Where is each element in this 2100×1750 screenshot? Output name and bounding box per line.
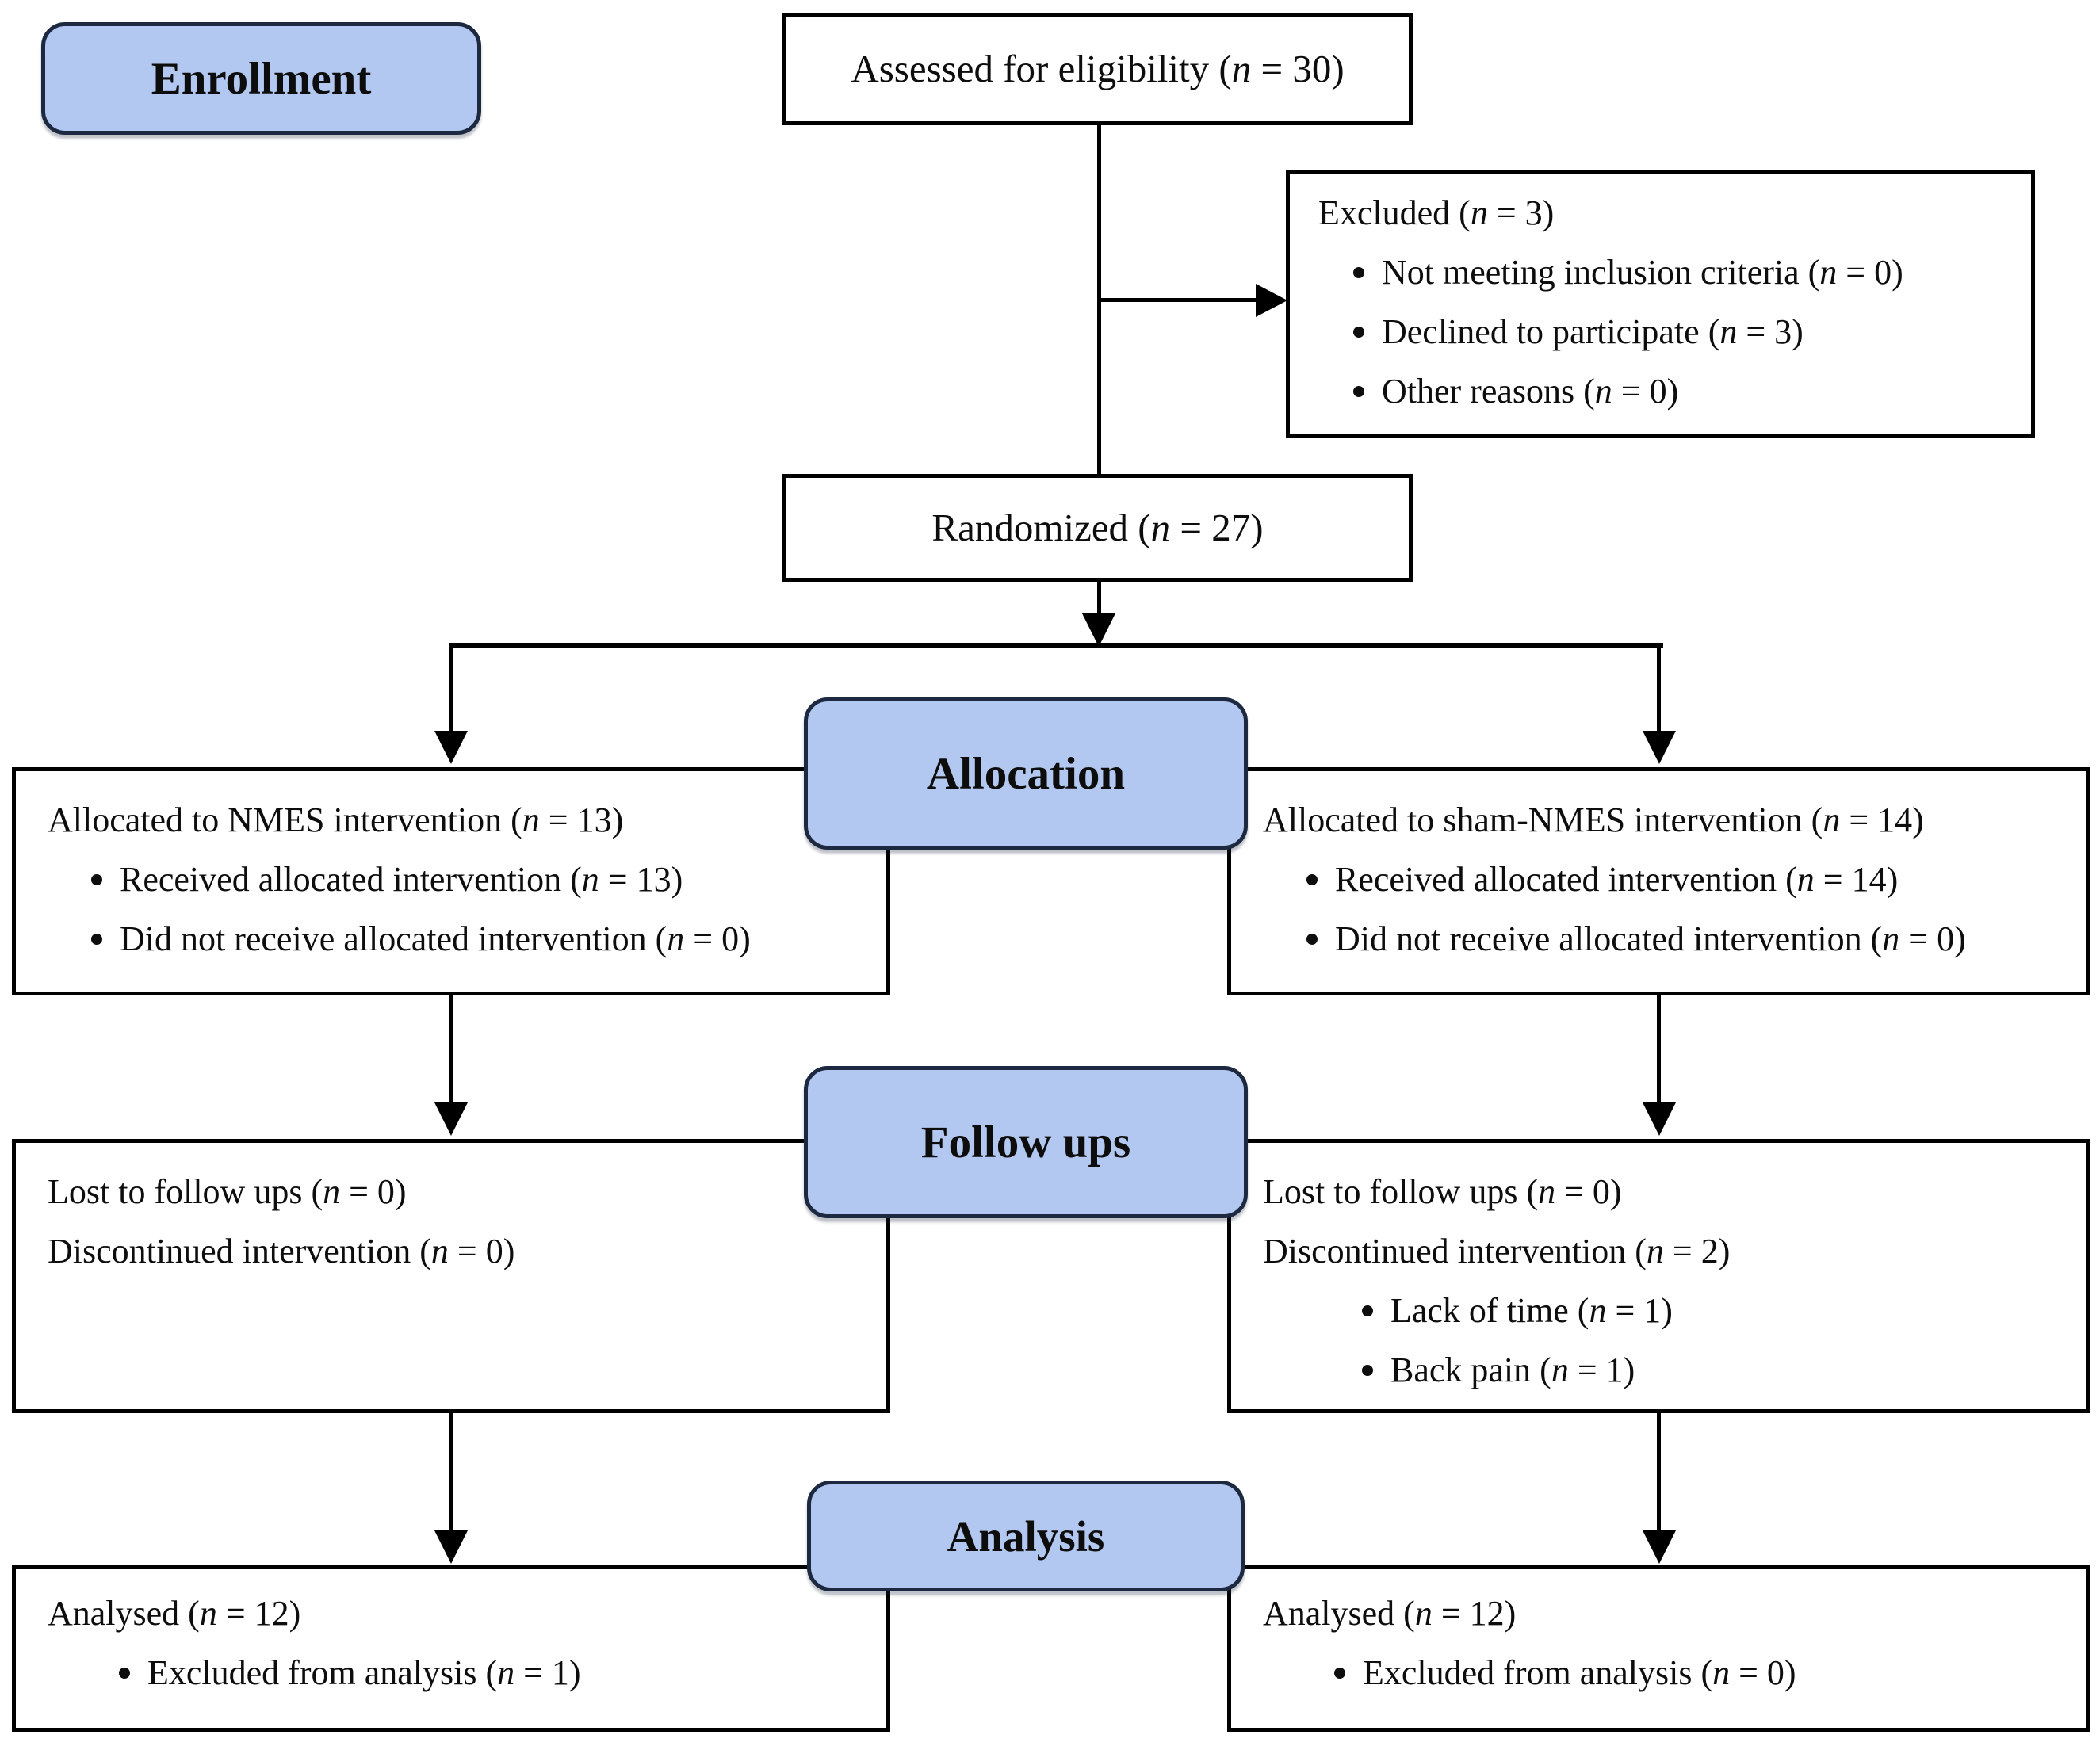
- excluded-box: Excluded (n = 3) Not meeting inclusion c…: [1286, 170, 2035, 438]
- excluded-bullet-item: Other reasons (n = 0): [1353, 371, 2017, 412]
- arrowhead-down-icon: [434, 1530, 468, 1564]
- bullet-icon: [1306, 873, 1318, 885]
- stage-badge-enrollment: Enrollment: [41, 22, 481, 135]
- arrowhead-down-icon: [1643, 731, 1676, 764]
- allocation-nmes-bullet-item: Received allocated intervention (n = 13): [91, 859, 877, 900]
- bullet-icon: [1353, 266, 1364, 278]
- connector-followup-to-analysis-right: [1657, 1413, 1661, 1534]
- allocation-nmes-bullet-item: Did not receive allocated intervention (…: [91, 919, 877, 960]
- randomized-text: Randomized (n = 27): [931, 506, 1264, 550]
- analysis-sham-bullet-text: Excluded from analysis (n = 0): [1363, 1653, 1796, 1692]
- followup-sham-box: Lost to follow ups (n = 0) Discontinued …: [1227, 1139, 2090, 1413]
- analysis-nmes-bullet-text: Excluded from analysis (n = 1): [147, 1653, 581, 1692]
- assessed-eligibility-box: Assessed for eligibility (n = 30): [782, 13, 1413, 125]
- followup-sham-bullet-text: Back pain (n = 1): [1390, 1350, 1635, 1389]
- allocation-nmes-bullet-text: Received allocated intervention (n = 13): [120, 859, 683, 899]
- excluded-bullet-text: Not meeting inclusion criteria (n = 0): [1382, 252, 1903, 292]
- stage-label-followups: Follow ups: [920, 1117, 1131, 1167]
- stage-label-allocation: Allocation: [926, 748, 1126, 799]
- followup-sham-bullet-item: Back pain (n = 1): [1362, 1350, 2076, 1391]
- analysis-nmes-box: Analysed (n = 12) Excluded from analysis…: [12, 1565, 890, 1732]
- followup-sham-line: Lost to follow ups (n = 0): [1263, 1172, 1622, 1211]
- followup-nmes-line: Lost to follow ups (n = 0): [48, 1172, 407, 1211]
- bullet-icon: [1334, 1667, 1345, 1679]
- excluded-bullet-text: Declined to participate (n = 3): [1382, 311, 1804, 351]
- arrowhead-down-icon: [1643, 1530, 1676, 1564]
- connector-sham-to-followup: [1657, 995, 1661, 1105]
- bullet-icon: [1362, 1305, 1373, 1316]
- connector-followup-to-analysis-left: [449, 1413, 453, 1534]
- connector-split-to-sham: [1657, 643, 1661, 732]
- excluded-bullet-item: Declined to participate (n = 3): [1353, 311, 2017, 353]
- analysis-sham-box: Analysed (n = 12) Excluded from analysis…: [1227, 1565, 2090, 1732]
- allocation-nmes-bullet-text: Did not receive allocated intervention (…: [120, 919, 751, 958]
- excluded-bullet-item: Not meeting inclusion criteria (n = 0): [1353, 252, 2017, 293]
- stage-label-analysis: Analysis: [947, 1511, 1105, 1561]
- allocation-sham-nmes-box: Allocated to sham-NMES intervention (n =…: [1227, 767, 2090, 995]
- bullet-icon: [1353, 326, 1364, 338]
- analysis-sham-bullet-item: Excluded from analysis (n = 0): [1334, 1653, 2076, 1694]
- arrowhead-down-icon: [1082, 613, 1115, 647]
- randomization-split-line: [449, 643, 1663, 648]
- allocation-sham-bullet-item: Did not receive allocated intervention (…: [1306, 919, 2076, 960]
- allocation-nmes-title: Allocated to NMES intervention (n = 13): [48, 800, 624, 839]
- excluded-title: Excluded (n = 3): [1318, 193, 1555, 232]
- followup-nmes-box: Lost to follow ups (n = 0) Discontinued …: [12, 1139, 890, 1413]
- followup-sham-line: Discontinued intervention (n = 2): [1263, 1231, 1731, 1270]
- analysis-nmes-bullet-item: Excluded from analysis (n = 1): [119, 1653, 877, 1694]
- excluded-bullet-text: Other reasons (n = 0): [1382, 371, 1679, 411]
- stage-label-enrollment: Enrollment: [151, 53, 372, 104]
- connector-to-excluded: [1097, 298, 1256, 302]
- allocation-nmes-box: Allocated to NMES intervention (n = 13) …: [12, 767, 890, 995]
- bullet-icon: [1353, 385, 1364, 397]
- followup-sham-bullet-item: Lack of time (n = 1): [1362, 1290, 2076, 1332]
- arrowhead-down-icon: [1643, 1102, 1676, 1136]
- connector-split-to-nmes: [449, 643, 453, 732]
- analysis-nmes-title: Analysed (n = 12): [48, 1594, 301, 1633]
- stage-badge-allocation: Allocation: [804, 697, 1248, 850]
- randomized-box: Randomized (n = 27): [782, 474, 1413, 582]
- bullet-icon: [1362, 1364, 1373, 1376]
- stage-badge-analysis: Analysis: [807, 1481, 1245, 1591]
- allocation-sham-bullet-item: Received allocated intervention (n = 14): [1306, 859, 2076, 900]
- analysis-sham-title: Analysed (n = 12): [1263, 1594, 1517, 1633]
- stage-badge-followups: Follow ups: [804, 1066, 1248, 1218]
- allocation-sham-bullet-text: Received allocated intervention (n = 14): [1335, 859, 1899, 899]
- allocation-sham-title: Allocated to sham-NMES intervention (n =…: [1263, 800, 1924, 839]
- bullet-icon: [91, 933, 102, 945]
- bullet-icon: [119, 1667, 130, 1679]
- arrowhead-down-icon: [434, 1102, 468, 1136]
- bullet-icon: [1306, 933, 1318, 945]
- assessed-eligibility-text: Assessed for eligibility (n = 30): [851, 47, 1345, 91]
- arrowhead-right-icon: [1256, 284, 1287, 317]
- followup-sham-bullet-text: Lack of time (n = 1): [1390, 1290, 1673, 1330]
- connector-randomized-to-split: [1097, 582, 1101, 617]
- allocation-sham-bullet-text: Did not receive allocated intervention (…: [1335, 919, 1966, 958]
- connector-nmes-to-followup: [449, 995, 453, 1105]
- followup-nmes-line: Discontinued intervention (n = 0): [48, 1231, 515, 1270]
- bullet-icon: [91, 873, 102, 885]
- arrowhead-down-icon: [434, 731, 468, 764]
